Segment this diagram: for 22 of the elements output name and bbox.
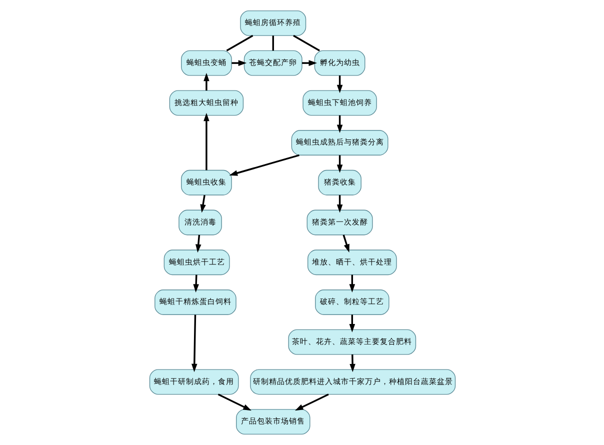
arrow [342,234,349,252]
arrow [336,195,342,213]
arrow [294,394,328,411]
arrow [195,234,201,253]
arrow [217,394,251,411]
connector [292,34,320,52]
arrow [349,354,355,372]
arrow [336,115,342,133]
arrow [302,60,317,66]
arrow [200,194,206,213]
arrow [231,60,246,66]
connector [226,34,253,52]
arrow [348,274,355,292]
arrow [192,274,198,292]
arrow [336,155,342,173]
arrow [228,154,299,176]
arrow [203,112,209,170]
arrow [203,72,209,91]
arrow [336,76,342,94]
connector [272,36,274,51]
arrow [348,314,355,332]
arrow [190,314,197,372]
